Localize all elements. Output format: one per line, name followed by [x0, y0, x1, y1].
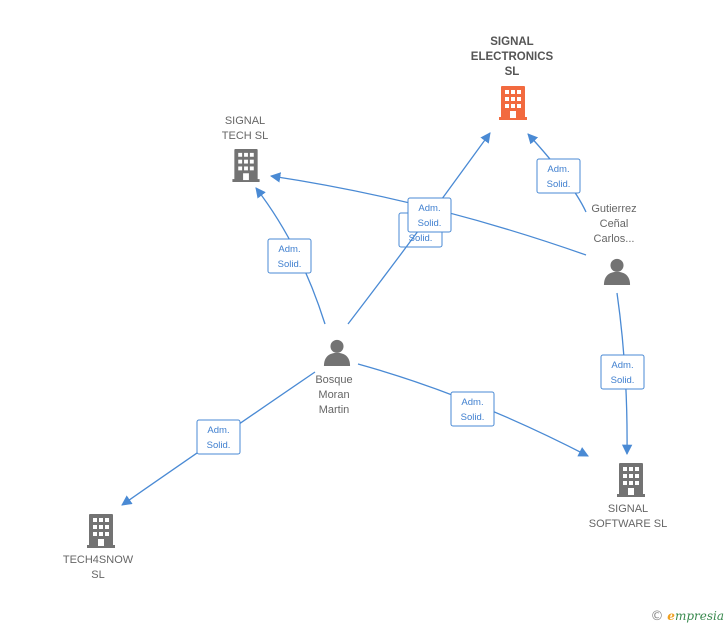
role-label-text: Solid. — [278, 259, 302, 270]
role-label-frame — [267, 238, 312, 274]
node-label-line: SIGNAL — [225, 115, 265, 127]
role-label-text: Adm. — [418, 203, 440, 214]
node-label-line: ELECTRONICS — [471, 51, 554, 63]
role-label-box[interactable]: Adm. Solid. — [450, 391, 495, 427]
building-icon — [87, 514, 115, 548]
node-label-line: SL — [505, 66, 520, 78]
node-label-line: SOFTWARE SL — [589, 518, 667, 530]
role-label-text: Solid. — [418, 218, 442, 229]
node-label-line: Gutierrez — [591, 203, 636, 215]
role-label-box[interactable]: Adm. Solid. — [196, 419, 241, 455]
relationship-edge: Adm. Solid. — [255, 187, 326, 325]
role-label-frame — [407, 197, 452, 233]
copyright-symbol: © — [650, 609, 664, 624]
node-gutierrez[interactable]: GutierrezCeñalCarlos... — [591, 203, 637, 285]
building-icon — [499, 86, 527, 120]
person-icon — [603, 258, 631, 285]
node-tech4snow[interactable]: TECH4SNOW SL — [63, 514, 134, 581]
node-label-line: TECH4SNOW — [63, 554, 134, 566]
node-signal-software[interactable]: SIGNAL SOFTWARE SL — [589, 463, 667, 530]
node-label-line: Moran — [318, 389, 349, 401]
node-label-line: SIGNAL — [490, 36, 533, 48]
person-icon — [323, 339, 351, 366]
role-label-box[interactable]: Adm. Solid. — [267, 238, 312, 274]
node-label-line: SIGNAL — [608, 503, 648, 515]
role-label-text: Adm. — [611, 360, 633, 371]
empresia-logo-initial: e — [667, 609, 675, 623]
role-label-text: Solid. — [409, 233, 433, 244]
node-signal-electronics[interactable]: SIGNAL ELECTRONICS SL — [471, 36, 554, 120]
node-label-line: Ceñal — [600, 218, 629, 230]
role-label-text: Adm. — [278, 244, 300, 255]
role-label-frame — [450, 391, 495, 427]
role-label-text: Adm. — [547, 164, 569, 175]
building-icon — [232, 149, 260, 182]
relationship-edge: Adm. Solid. — [121, 371, 316, 506]
empresia-logo-text: mpresia — [674, 609, 724, 623]
role-label-box[interactable]: Adm. Solid. — [407, 197, 452, 233]
role-label-text: Solid. — [207, 440, 231, 451]
relationship-edge: Adm. Solid. — [600, 292, 645, 456]
node-label-line: TECH SL — [222, 130, 268, 142]
role-label-box[interactable]: Adm. Solid. — [600, 354, 645, 390]
role-label-text: Solid. — [547, 179, 571, 190]
node-label-line: Carlos... — [594, 233, 635, 245]
role-label-box[interactable]: Adm. Solid. — [536, 158, 581, 194]
role-label-text: Solid. — [461, 412, 485, 423]
node-label-line: Martin — [319, 404, 350, 416]
role-label-text: Adm. — [207, 425, 229, 436]
role-label-frame — [196, 419, 241, 455]
role-label-text: Solid. — [611, 375, 635, 386]
role-label-text: Adm. — [461, 397, 483, 408]
node-label-line: Bosque — [315, 374, 352, 386]
node-signal-tech[interactable]: SIGNAL TECH SL — [222, 115, 268, 182]
role-label-frame — [536, 158, 581, 194]
relationship-edge: Adm. Solid. — [527, 133, 587, 213]
relationship-edge: Adm. Solid. — [347, 132, 491, 325]
relationship-edge: Adm. Solid. — [357, 363, 589, 457]
building-icon — [617, 463, 645, 497]
role-label-frame — [600, 354, 645, 390]
empresia-credit: © empresia — [650, 609, 724, 624]
node-label-line: SL — [91, 569, 104, 581]
